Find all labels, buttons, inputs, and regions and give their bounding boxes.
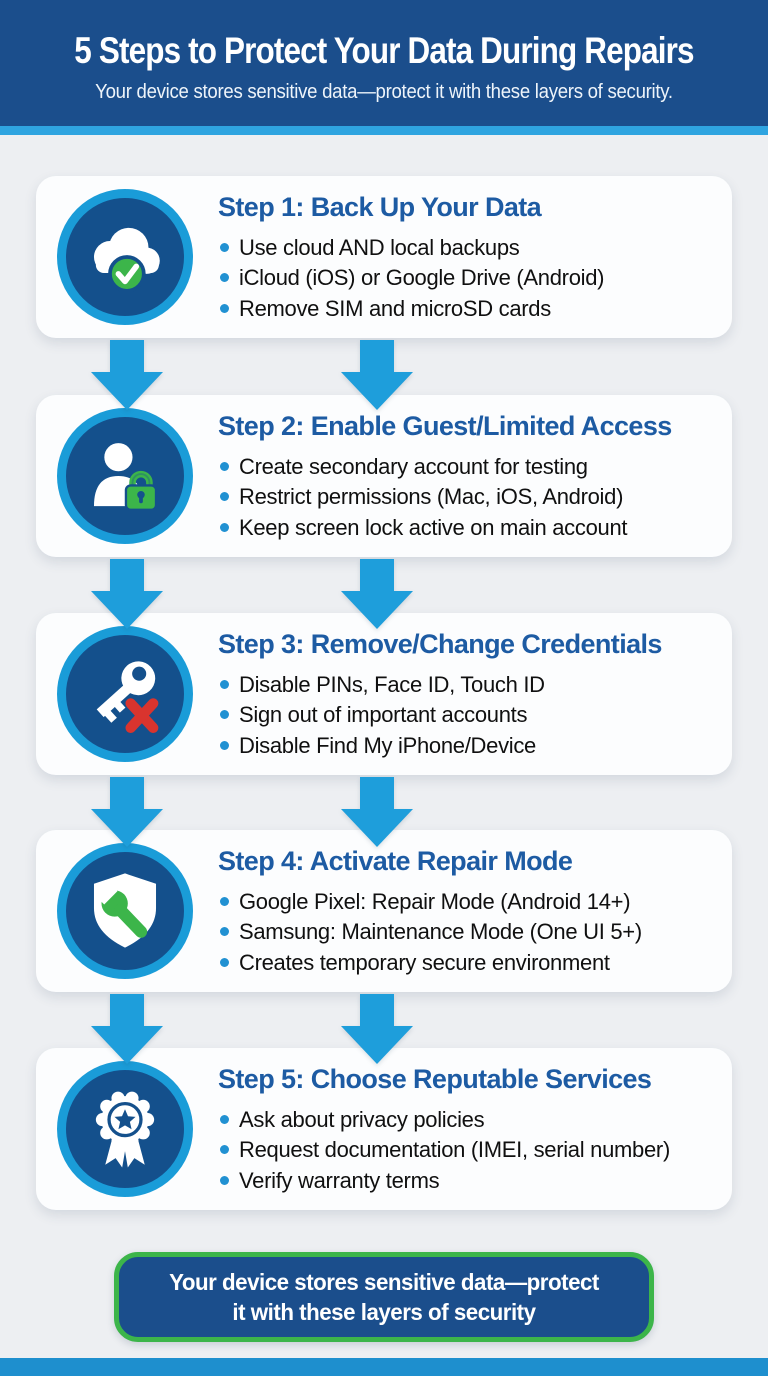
- bullet-dot: [220, 896, 229, 906]
- bullet-dot: [220, 740, 229, 750]
- shield-wrench-icon: [93, 873, 157, 948]
- step-3-title: Step 3: Remove/Change Credentials: [218, 628, 662, 659]
- bullet-dot: [220, 461, 229, 471]
- step-1-icon-circle: [57, 189, 193, 325]
- down-arrow-icon: [341, 994, 413, 1064]
- list-item: Verify warranty terms: [218, 1167, 732, 1195]
- down-arrow-icon: [91, 559, 163, 629]
- list-item: Ask about privacy policies: [218, 1106, 732, 1134]
- step-4-title: Step 4: Activate Repair Mode: [218, 845, 573, 876]
- list-item: Use cloud AND local backups: [218, 234, 732, 262]
- step-2-title: Step 2: Enable Guest/Limited Access: [218, 410, 672, 441]
- step-card-2: Step 2: Enable Guest/Limited Access Crea…: [36, 395, 732, 557]
- step-5-text: Step 5: Choose Reputable Services Ask ab…: [218, 1064, 732, 1195]
- list-item: Remove SIM and microSD cards: [218, 295, 732, 323]
- bullet-dot: [220, 273, 229, 283]
- bullet-dot: [220, 679, 229, 689]
- down-arrow-icon: [91, 994, 163, 1064]
- step-card-1: Step 1: Back Up Your Data Use cloud AND …: [36, 176, 732, 338]
- key-x-icon: [96, 661, 159, 734]
- list-item: Restrict permissions (Mac, iOS, Android): [218, 483, 732, 511]
- step-3-text: Step 3: Remove/Change Credentials Disabl…: [218, 629, 732, 760]
- step-5-title: Step 5: Choose Reputable Services: [218, 1063, 652, 1094]
- list-item: Keep screen lock active on main account: [218, 514, 732, 542]
- bullet-dot: [220, 957, 229, 967]
- header-banner: 5 Steps to Protect Your Data During Repa…: [0, 0, 768, 126]
- bullet-dot: [220, 522, 229, 532]
- bullet-dot: [220, 1114, 229, 1124]
- step-5-icon-circle: [57, 1061, 193, 1197]
- bullet-dot: [220, 492, 229, 502]
- footer-text-line-1: Your device stores sensitive data—protec…: [169, 1268, 599, 1295]
- cloud-check-icon: [93, 227, 160, 293]
- footer-text-line-2: it with these layers of security: [232, 1299, 536, 1325]
- step-card-3: Step 3: Remove/Change Credentials Disabl…: [36, 613, 732, 775]
- list-item: Google Pixel: Repair Mode (Android 14+): [218, 888, 732, 916]
- step-4-text: Step 4: Activate Repair Mode Google Pixe…: [218, 846, 732, 977]
- bullet-dot: [220, 710, 229, 720]
- footer-callout: Your device stores sensitive data—protec…: [114, 1252, 654, 1342]
- step-2-text: Step 2: Enable Guest/Limited Access Crea…: [218, 411, 732, 542]
- list-item: Create secondary account for testing: [218, 453, 732, 481]
- down-arrow-icon: [341, 340, 413, 410]
- bullet-dot: [220, 1145, 229, 1155]
- bottom-accent-bar: [0, 1358, 768, 1376]
- step-2-icon-circle: [57, 408, 193, 544]
- list-item: Creates temporary secure environment: [218, 949, 732, 977]
- down-arrow-icon: [91, 777, 163, 847]
- down-arrow-icon: [341, 777, 413, 847]
- list-item: Disable PINs, Face ID, Touch ID: [218, 671, 732, 699]
- step-3-icon-circle: [57, 626, 193, 762]
- step-1-title: Step 1: Back Up Your Data: [218, 191, 542, 222]
- step-4-icon-circle: [57, 843, 193, 979]
- down-arrow-icon: [91, 340, 163, 410]
- step-card-5: Step 5: Choose Reputable Services Ask ab…: [36, 1048, 732, 1210]
- bullet-dot: [220, 1175, 229, 1185]
- list-item: Samsung: Maintenance Mode (One UI 5+): [218, 918, 732, 946]
- page-title: 5 Steps to Protect Your Data During Repa…: [74, 30, 694, 71]
- step-card-4: Step 4: Activate Repair Mode Google Pixe…: [36, 830, 732, 992]
- list-item: Sign out of important accounts: [218, 701, 732, 729]
- user-lock-icon: [93, 443, 158, 512]
- page-subtitle: Your device stores sensitive data—protec…: [95, 81, 673, 103]
- list-item: Disable Find My iPhone/Device: [218, 732, 732, 760]
- bullet-dot: [220, 242, 229, 252]
- list-item: iCloud (iOS) or Google Drive (Android): [218, 264, 732, 292]
- award-ribbon-icon: [95, 1091, 155, 1168]
- step-1-text: Step 1: Back Up Your Data Use cloud AND …: [218, 192, 732, 323]
- bullet-dot: [220, 927, 229, 937]
- down-arrow-icon: [341, 559, 413, 629]
- list-item: Request documentation (IMEI, serial numb…: [218, 1136, 732, 1164]
- bullet-dot: [220, 303, 229, 313]
- header-divider: [0, 126, 768, 135]
